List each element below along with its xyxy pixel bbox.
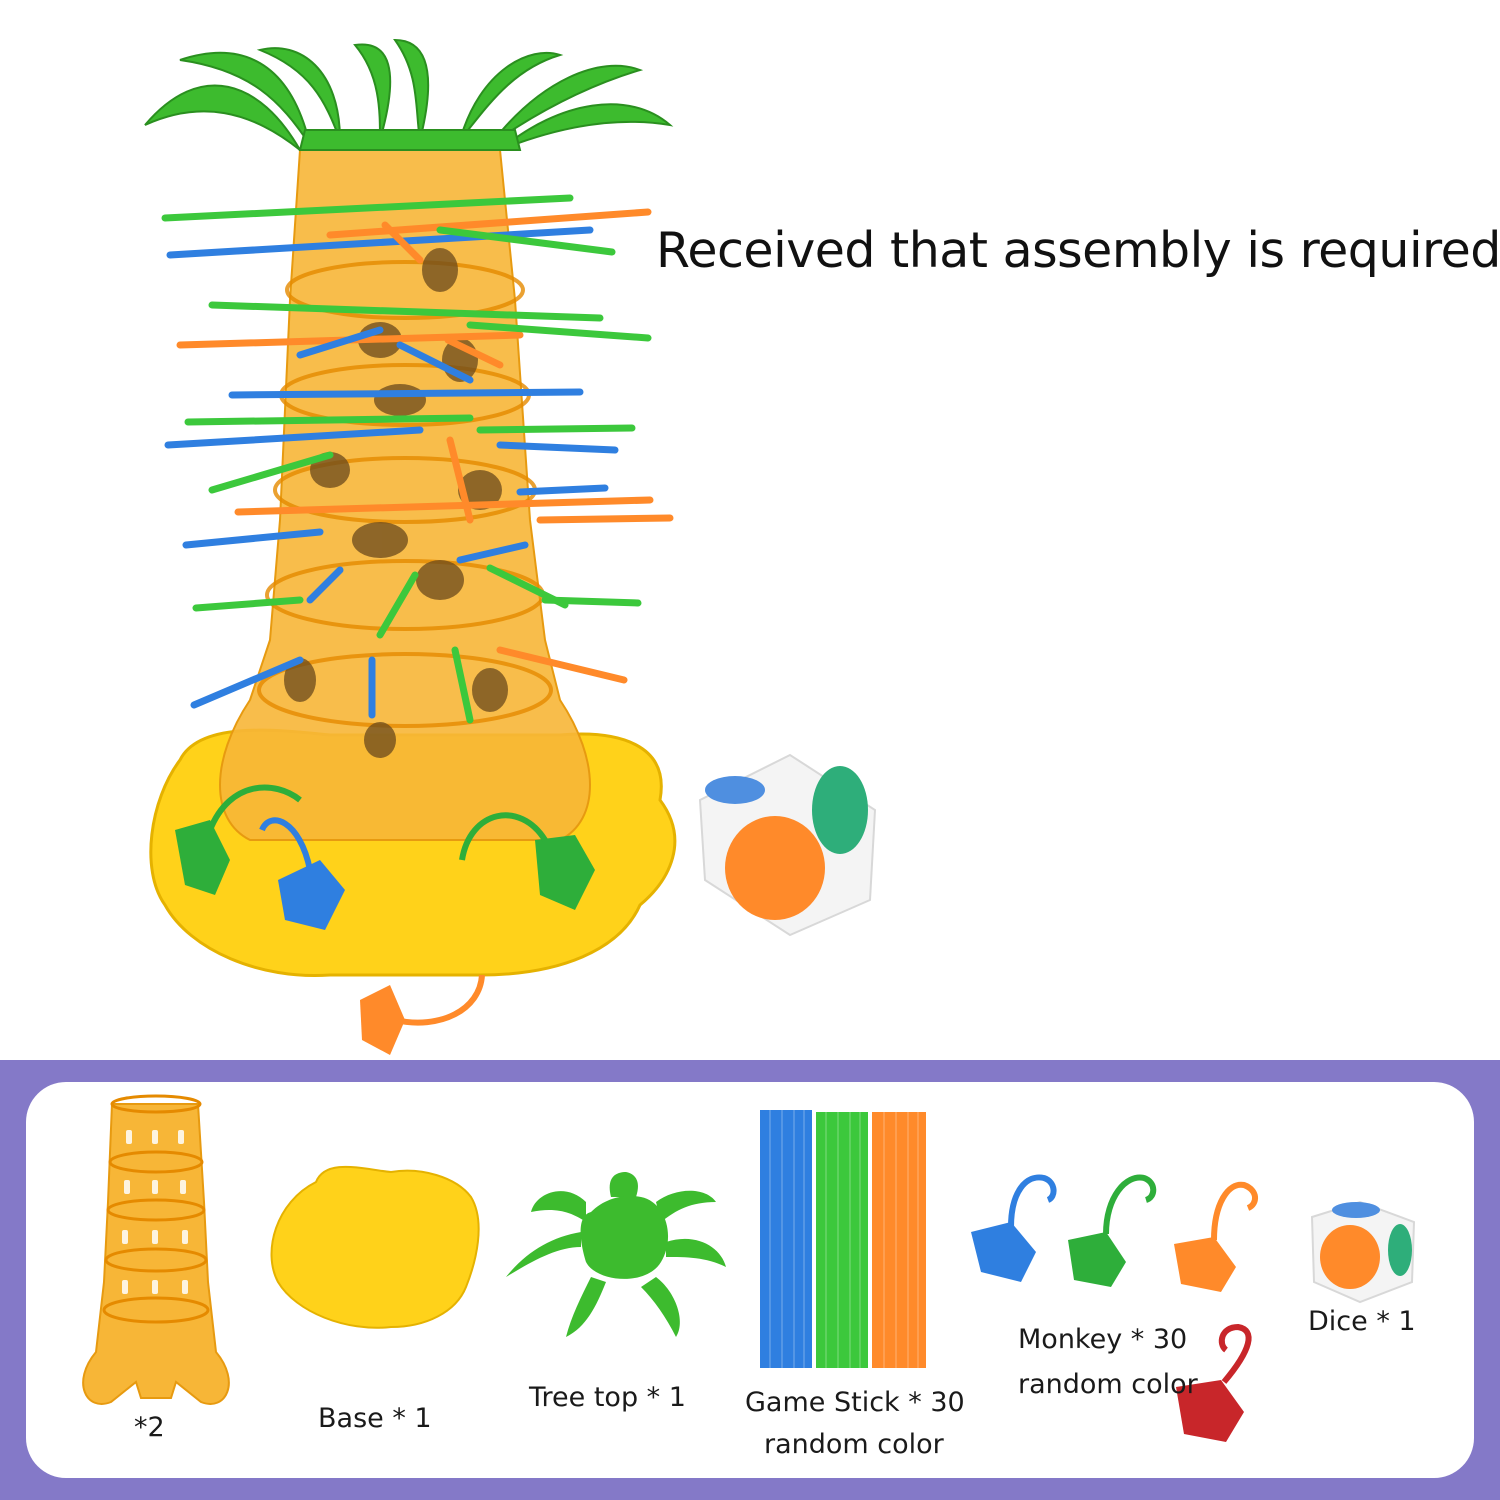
stick-bundles [760, 1110, 926, 1368]
part-sublabel-monkey: random color [1018, 1369, 1198, 1400]
game-sticks [161, 194, 674, 724]
dice [698, 753, 877, 937]
headline: Received that assembly is required [656, 222, 1500, 279]
monkey-pieces [971, 1174, 1258, 1442]
part-label-sticks: Game Stick * 30 [745, 1387, 965, 1418]
monkeys-on-base [175, 784, 595, 1055]
part-label-trunk: *2 [134, 1412, 165, 1443]
base-piece [270, 1165, 480, 1329]
tree-top-leaves [144, 38, 674, 151]
part-sublabel-sticks: random color [764, 1429, 944, 1460]
part-label-dice: Dice * 1 [1308, 1306, 1416, 1337]
dice-piece [1310, 1200, 1416, 1304]
treetop-piece [506, 1172, 726, 1337]
part-label-monkey: Monkey * 30 [1018, 1324, 1188, 1355]
part-label-treetop: Tree top * 1 [529, 1382, 686, 1413]
product-photo [144, 38, 877, 1055]
trunk-piece [82, 1094, 230, 1405]
part-label-base: Base * 1 [318, 1403, 432, 1434]
parts-illustrations [82, 1094, 1416, 1442]
